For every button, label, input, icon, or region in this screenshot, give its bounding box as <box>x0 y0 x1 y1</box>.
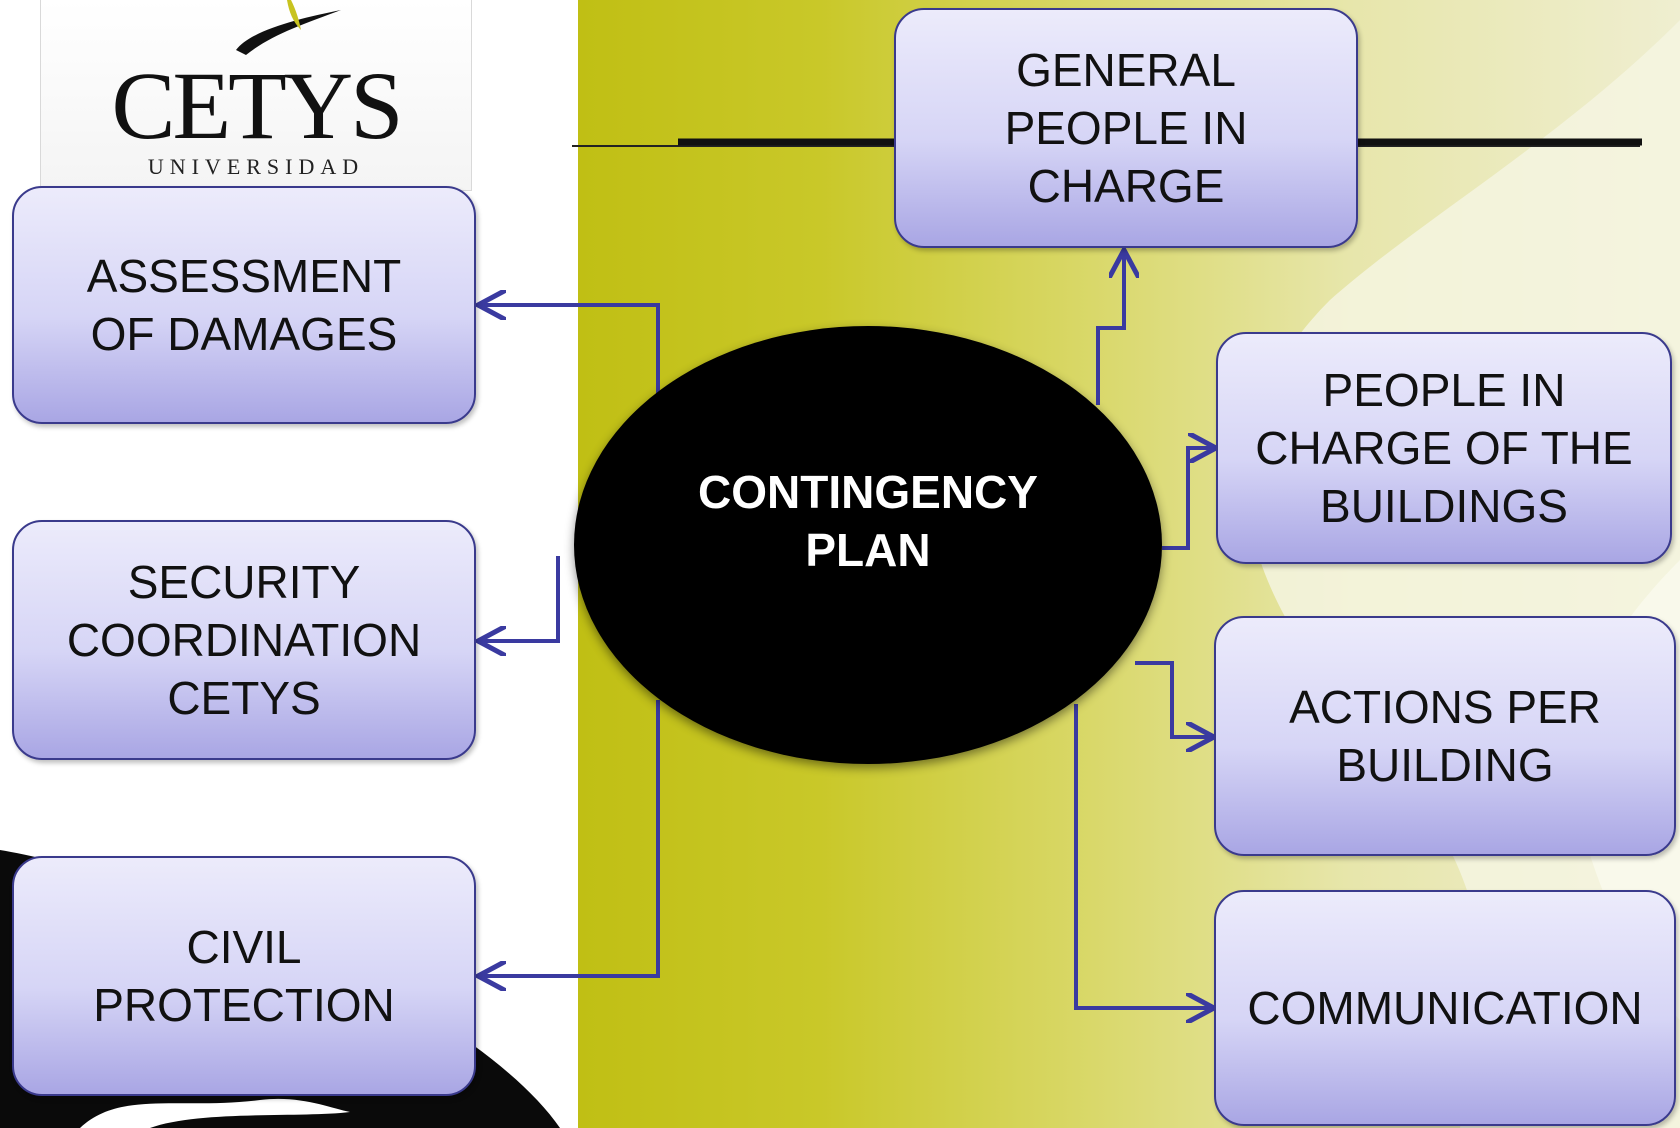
swoosh-white <box>80 1098 350 1128</box>
contingency-plan-label: CONTINGENCY PLAN <box>698 466 1038 576</box>
contingency-plan-node: CONTINGENCY PLAN <box>574 326 1162 764</box>
logo-wordmark: CETYS <box>111 52 403 159</box>
security-coordination-box: SECURITY COORDINATION CETYS <box>12 520 476 760</box>
cetys-logo: CETYS UNIVERSIDAD <box>40 0 472 191</box>
civil-protection-label: CIVIL PROTECTION <box>93 921 395 1031</box>
general-people-in-charge-box: GENERAL PEOPLE IN CHARGE <box>894 8 1358 248</box>
people-in-charge-of-buildings-label: PEOPLE IN CHARGE OF THE BUILDINGS <box>1255 364 1633 532</box>
actions-per-building-box: ACTIONS PER BUILDING <box>1214 616 1676 856</box>
security-coordination-label: SECURITY COORDINATION CETYS <box>66 556 422 724</box>
general-people-in-charge-label: GENERAL PEOPLE IN CHARGE <box>1004 44 1248 212</box>
communication-label: COMMUNICATION <box>1247 982 1643 1034</box>
logo-subtitle: UNIVERSIDAD <box>147 154 365 179</box>
communication-box: COMMUNICATION <box>1214 890 1676 1126</box>
people-in-charge-of-buildings-box: PEOPLE IN CHARGE OF THE BUILDINGS <box>1216 332 1672 564</box>
assessment-of-damages-box: ASSESSMENT OF DAMAGES <box>12 186 476 424</box>
civil-protection-box: CIVIL PROTECTION <box>12 856 476 1096</box>
logo-swoosh-icon <box>236 0 341 55</box>
assessment-of-damages-label: ASSESSMENT OF DAMAGES <box>86 250 402 360</box>
actions-per-building-label: ACTIONS PER BUILDING <box>1289 681 1601 791</box>
